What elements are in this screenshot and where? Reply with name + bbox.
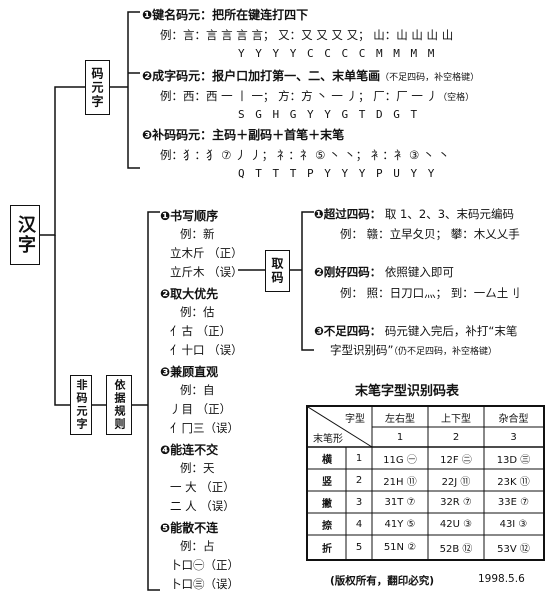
table-grid-lines [308, 407, 543, 559]
take-3-title: ❸不足四码： [314, 324, 382, 338]
cell-3-3: 33E ⑦ [497, 496, 530, 508]
take-1-title: ❶超过四码： [314, 207, 382, 221]
table-title: 末笔字型识别码表 [355, 384, 460, 399]
cell-5-2: 52B ⑫ [439, 543, 473, 555]
rule-4-item-1: 一 大 （正） [170, 480, 235, 494]
rule-5-item-2: 卜口㊂（误） [170, 577, 239, 591]
cell-2-1: 21H ⑪ [383, 476, 417, 488]
cell-1-2: 12F ㊁ [440, 454, 472, 466]
rule-1-item-2: 立斤木 （误） [170, 265, 243, 279]
type-num-2: 2 [452, 431, 460, 443]
type-2: 上下型 [441, 413, 471, 425]
take-3-desc: 码元键入完后，补打“末笔 [384, 324, 518, 338]
component-note: （不足四码，补空格键） [380, 73, 480, 83]
take-2: ❷刚好四码： 依照键入即可 [314, 264, 454, 280]
take-3: ❸不足四码： 码元键入完后，补打“末笔 [314, 323, 517, 339]
rule-2-item-1: 亻古 （正） [170, 324, 232, 338]
key-name-title: ❶键名码元：把所在键连打四下 [142, 8, 309, 22]
rule-3-example: 例：自 [180, 383, 215, 397]
rule-1-item-1: 立木斤 （正） [170, 246, 243, 260]
rule-4-example: 例：天 [180, 461, 215, 475]
supplement-line1: 例：犭：犭 ⑦ 丿 丿； 礻：礻 ⑤ 丶 丶； 衤：衤 ③ 丶 丶 [160, 148, 450, 162]
component-title-text: ❷成字码元：报户口加打第一、二、末单笔画 [142, 69, 381, 83]
copyright-note: (版权所有，翻印必究) [330, 575, 435, 587]
rule-5-title: ❺能散不连 [160, 521, 219, 535]
take-3-desc2: 字型识别码” [330, 343, 394, 357]
cell-4-1: 41Y ⑤ [384, 518, 416, 530]
cell-1-1: 11G ㊀ [383, 454, 417, 466]
stroke-num-4: 4 [355, 518, 363, 530]
rule-3-item-2: 亻冂三（误） [170, 421, 239, 435]
component-note2: （空格） [438, 93, 475, 103]
stroke-num-3: 3 [355, 496, 363, 508]
stroke-4: 捺 [322, 520, 332, 532]
take-2-title: ❷刚好四码： [314, 265, 382, 279]
root-label: 汉字 [15, 215, 36, 255]
branch-rule-label: 依据规则 [113, 379, 126, 431]
type-3: 杂合型 [498, 413, 529, 425]
take-2-example: 例： 照：日刀口灬； 到：一厶土刂 [340, 286, 520, 300]
key-name-line1: 例：言：言 言 言 言； 又：又 又 又 又； 山：山 山 山 山 [160, 28, 454, 42]
supplement-line2: Q T T T P Y Y Y P U Y Y [238, 167, 437, 180]
rule-2-title: ❷取大优先 [160, 287, 219, 301]
stroke-5: 折 [322, 543, 332, 555]
supplement-title: ❸补码码元：主码＋副码＋首笔＋末笔 [142, 128, 345, 142]
take-3-note: （仍不足四码，补空格键） [393, 347, 497, 357]
rule-3-item-1: 丿目 （正） [170, 402, 232, 416]
stroke-3: 撇 [322, 498, 332, 510]
take-1-example: 例： 赣：立早夂贝； 攀：木乂乂手 [340, 227, 520, 241]
cell-1-3: 13D ㊂ [496, 454, 531, 466]
type-1: 左右型 [385, 413, 415, 425]
stroke-type-table: 字型 末笔形 左右型 上下型 杂合型 1 2 3 横 1 11G ㊀ 12F ㊁… [306, 405, 545, 561]
branch-rule-box: 依据规则 [106, 375, 132, 435]
stroke-2: 竖 [322, 476, 332, 488]
cell-3-2: 32R ⑦ [440, 496, 472, 508]
take-1-desc: 取 1、2、3、末码元编码 [384, 207, 515, 221]
component-title: ❷成字码元：报户口加打第一、二、末单笔画（不足四码，补空格键） [142, 67, 479, 84]
component-line2: S G H G Y Y G T D G T [238, 108, 420, 121]
rule-1-example: 例：新 [180, 227, 215, 241]
take-2-desc: 依照键入即可 [384, 265, 454, 279]
take-1: ❶超过四码： 取 1、2、3、末码元编码 [314, 206, 514, 222]
cell-2-2: 22J ⑪ [441, 476, 471, 488]
branch-take-box: 取码 [265, 250, 290, 292]
type-num-1: 1 [396, 431, 404, 443]
date-label: 1998.5.6 [478, 573, 525, 585]
branch-noncode-label: 非码元字 [75, 379, 88, 431]
root-box: 汉字 [10, 205, 40, 265]
cell-5-3: 53V ⑫ [497, 543, 530, 555]
cell-4-3: 43I ③ [499, 518, 528, 530]
rule-4-title: ❹能连不交 [160, 443, 219, 457]
stroke-1: 横 [322, 454, 332, 466]
type-num-3: 3 [510, 431, 517, 443]
stroke-num-1: 1 [355, 452, 363, 464]
rule-3-title: ❸兼顾直观 [160, 365, 219, 379]
stroke-num-5: 5 [355, 541, 363, 553]
corner-top: 字型 [345, 413, 365, 425]
cell-2-3: 23K ⑪ [497, 476, 530, 488]
rule-5-item-1: 卜口㊀（正） [170, 558, 239, 572]
rule-2-example: 例：估 [180, 305, 215, 319]
key-name-line2: Y Y Y Y C C C C M M M M [238, 47, 437, 60]
branch-noncode-box: 非码元字 [70, 375, 92, 435]
rule-2-item-2: 亻十口 （误） [170, 343, 243, 357]
rule-4-item-2: 二 人 （误） [170, 499, 235, 513]
stroke-num-2: 2 [355, 474, 363, 486]
cell-5-1: 51N ② [383, 541, 417, 553]
rule-1-title: ❶书写顺序 [160, 209, 219, 223]
branch-code-label: 码元字 [90, 66, 104, 109]
branch-code-box: 码元字 [85, 60, 110, 115]
branch-take-label: 取码 [270, 257, 284, 285]
cell-4-2: 42U ③ [439, 518, 473, 530]
corner-bottom: 末笔形 [313, 433, 343, 445]
take-3-line2: 字型识别码”（仍不足四码，补空格键） [330, 342, 497, 358]
component-line1: 例：西：西 一 丨 一； 方：方 丶 一 丿； 厂：厂 一 丿（空格） [160, 88, 474, 104]
rule-5-example: 例：占 [180, 539, 215, 553]
cell-3-1: 31T ⑦ [384, 496, 416, 508]
component-line1-text: 例：西：西 一 丨 一； 方：方 丶 一 丿； 厂：厂 一 丿 [160, 89, 439, 103]
